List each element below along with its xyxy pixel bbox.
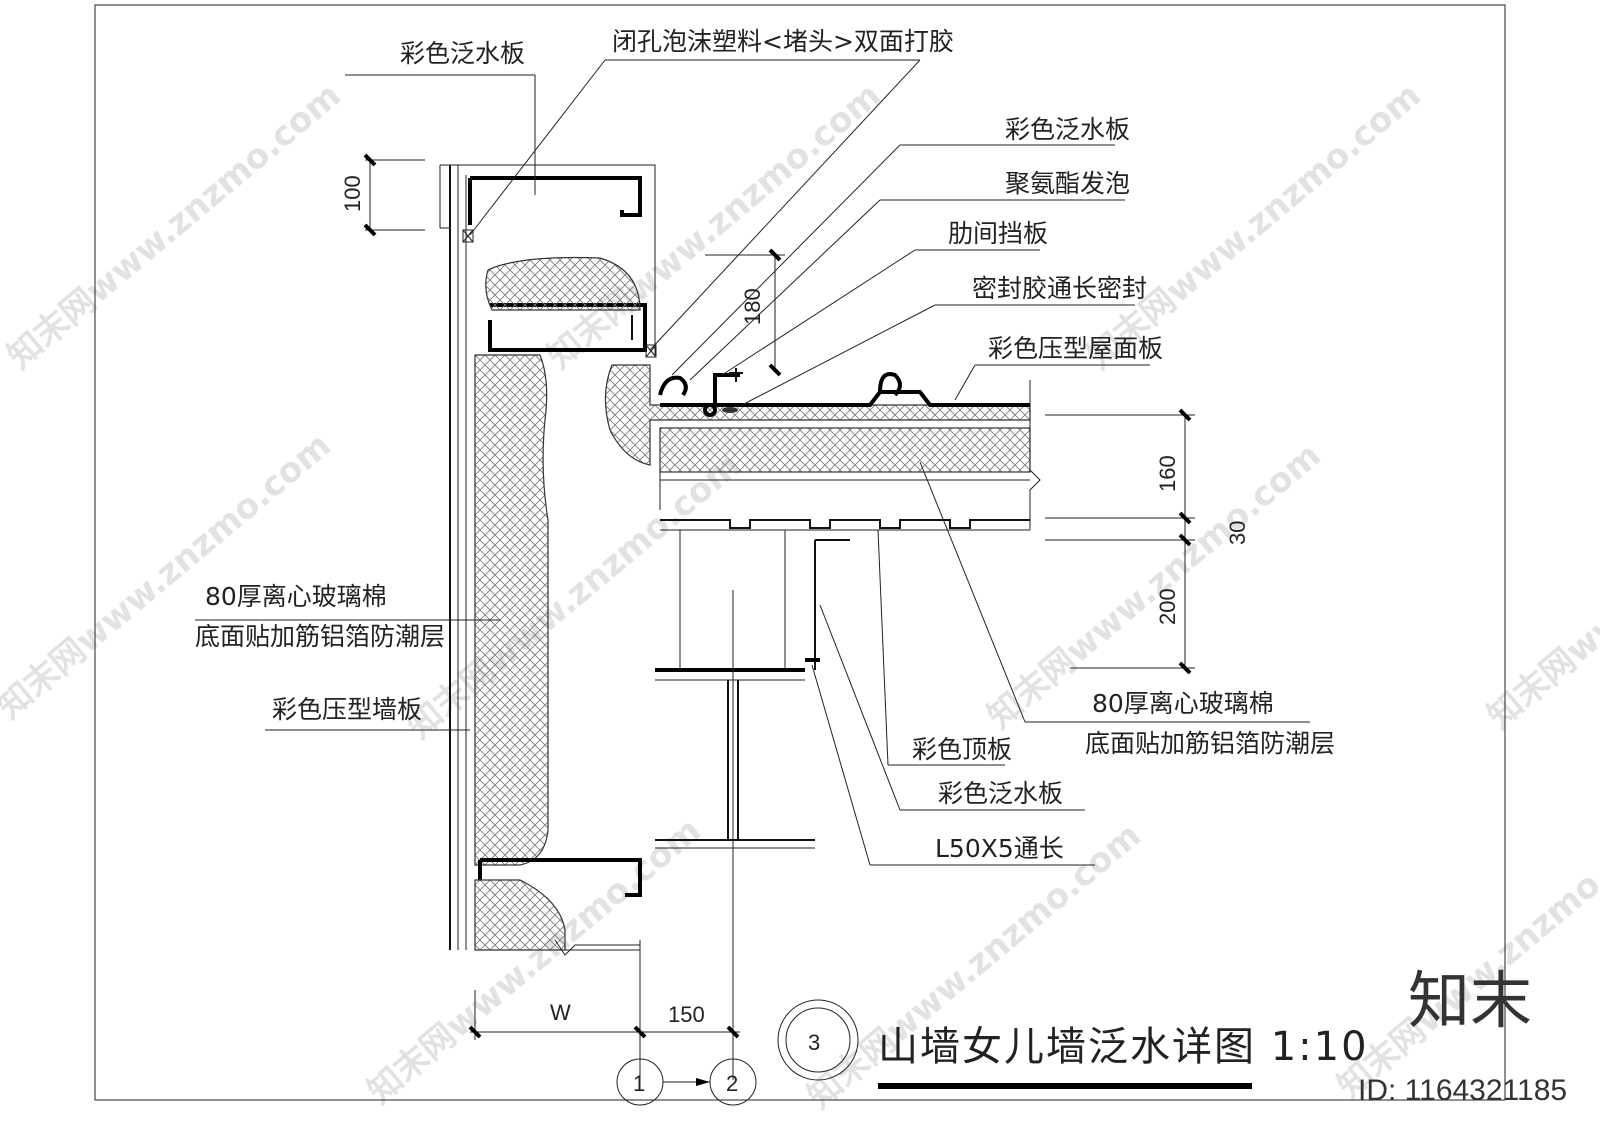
watermark: 知末网www.znzmo.com bbox=[400, 445, 749, 747]
watermark: 知末网www.znzmo.com bbox=[0, 425, 339, 727]
dim-w: W bbox=[550, 1000, 571, 1025]
label-glass-wool-left-1: 80厚离心玻璃棉 bbox=[205, 582, 387, 611]
label-flashing-right: 彩色泛水板 bbox=[1005, 115, 1130, 144]
axis-markers: 1 2 bbox=[616, 1058, 757, 1106]
dim-160: 160 bbox=[1155, 455, 1180, 492]
label-flashing-top: 彩色泛水板 bbox=[400, 39, 525, 68]
detail-number: 3 bbox=[808, 1030, 820, 1055]
dim-180: 180 bbox=[740, 288, 765, 325]
dim-100: 100 bbox=[340, 175, 365, 212]
dim-150: 150 bbox=[668, 1002, 705, 1027]
parapet-wall bbox=[439, 164, 657, 956]
leader-lines bbox=[195, 59, 1310, 866]
watermark: 知末网www.znzmo.com bbox=[0, 75, 349, 377]
watermark: 知末网www.znzmo.com bbox=[1480, 435, 1600, 737]
label-glass-wool-right-1: 80厚离心玻璃棉 bbox=[1092, 689, 1274, 718]
label-angle-steel: L50X5通长 bbox=[935, 834, 1064, 863]
label-pu-foam: 聚氨酯发泡 bbox=[1005, 169, 1130, 198]
image-id: ID: 1164321185 bbox=[1358, 1074, 1567, 1107]
label-wall-panel: 彩色压型墙板 bbox=[272, 695, 422, 724]
detail-title: 3 山墙女儿墙泛水详图 1:10 bbox=[777, 999, 1369, 1089]
frame-border bbox=[94, 4, 1506, 1101]
label-glass-wool-right-2: 底面贴加筋铝箔防潮层 bbox=[1085, 729, 1335, 758]
label-glass-wool-left-2: 底面贴加筋铝箔防潮层 bbox=[195, 622, 445, 651]
dim-200: 200 bbox=[1155, 588, 1180, 625]
roof-section bbox=[604, 364, 1041, 849]
axis-label-2: 2 bbox=[726, 1071, 738, 1096]
label-sealant: 密封胶通长密封 bbox=[972, 274, 1147, 303]
detail-title-text: 山墙女儿墙泛水详图 1:10 bbox=[878, 1024, 1369, 1070]
watermark: 知末网www.znzmo.com bbox=[1330, 805, 1600, 1107]
label-roof-panel: 彩色压型屋面板 bbox=[988, 334, 1163, 363]
label-ceiling-panel: 彩色顶板 bbox=[912, 735, 1012, 764]
dim-30: 30 bbox=[1225, 521, 1250, 545]
dimension-lines bbox=[363, 153, 1195, 1080]
label-rib-baffle: 肋间挡板 bbox=[948, 219, 1048, 248]
brand-logo: 知末 bbox=[1408, 964, 1532, 1037]
axis-label-1: 1 bbox=[633, 1071, 645, 1096]
label-closed-cell-foam: 闭孔泡沫塑料<堵头>双面打胶 bbox=[612, 27, 954, 56]
label-flashing-bottom: 彩色泛水板 bbox=[938, 779, 1063, 808]
watermark: 知末网www.znzmo.com bbox=[1080, 75, 1429, 377]
